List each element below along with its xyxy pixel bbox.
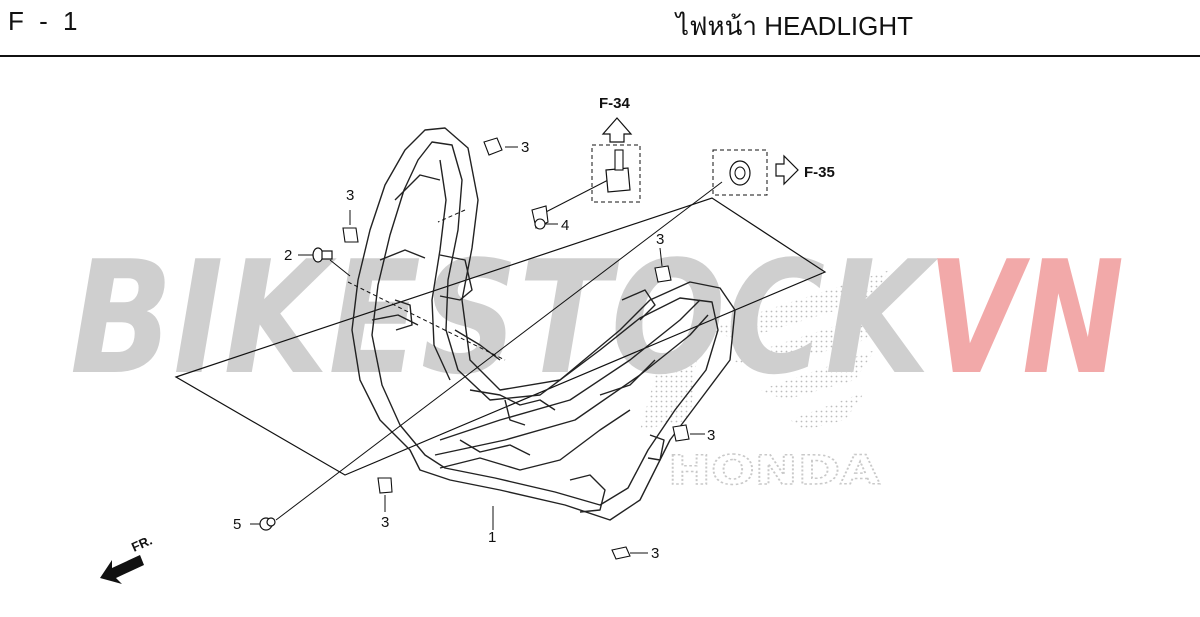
front-arrow-icon <box>100 555 144 584</box>
watermark: BIKESTOCK VN HONDA <box>70 227 1124 495</box>
ref-f35[interactable]: F-35 <box>804 164 835 181</box>
leader-dashed <box>347 209 506 361</box>
callout-4: 4 <box>561 217 569 234</box>
watermark-red: VN <box>928 227 1124 409</box>
arrow-right-icon <box>775 154 799 186</box>
callout-3: 3 <box>346 187 354 204</box>
screw-part-5 <box>259 517 276 531</box>
header-divider <box>0 55 1200 57</box>
watermark-gray: BIKESTOCK <box>70 227 939 409</box>
honda-wing-logo <box>640 270 890 430</box>
arrow-up-icon <box>601 117 633 143</box>
front-direction-indicator: FR. <box>100 533 154 584</box>
assembly-outline <box>174 197 827 476</box>
front-label: FR. <box>129 533 154 555</box>
ref-f34[interactable]: F-34 <box>599 95 631 112</box>
callouts: 1 2 3 3 3 3 3 3 4 5 <box>233 139 715 562</box>
page-title: ไฟหน้า HEADLIGHT <box>676 11 914 41</box>
callout-1: 1 <box>488 529 496 546</box>
clip-nut-part-3 <box>342 137 690 560</box>
callout-3: 3 <box>381 514 389 531</box>
connector-inset <box>591 144 641 203</box>
callout-3: 3 <box>656 231 664 248</box>
callout-3: 3 <box>521 139 529 156</box>
callout-3: 3 <box>651 545 659 562</box>
page-code: F - 1 <box>8 6 82 36</box>
clip-part-4 <box>531 205 549 230</box>
leader-lines <box>250 146 723 554</box>
callout-3: 3 <box>707 427 715 444</box>
callout-5: 5 <box>233 516 241 533</box>
callout-2: 2 <box>284 247 292 264</box>
honda-wordmark: HONDA <box>668 448 880 494</box>
page-header: F - 1 ไฟหน้า HEADLIGHT <box>0 0 1200 58</box>
grommet-inset <box>712 149 768 196</box>
bolt-part-2 <box>312 247 333 263</box>
